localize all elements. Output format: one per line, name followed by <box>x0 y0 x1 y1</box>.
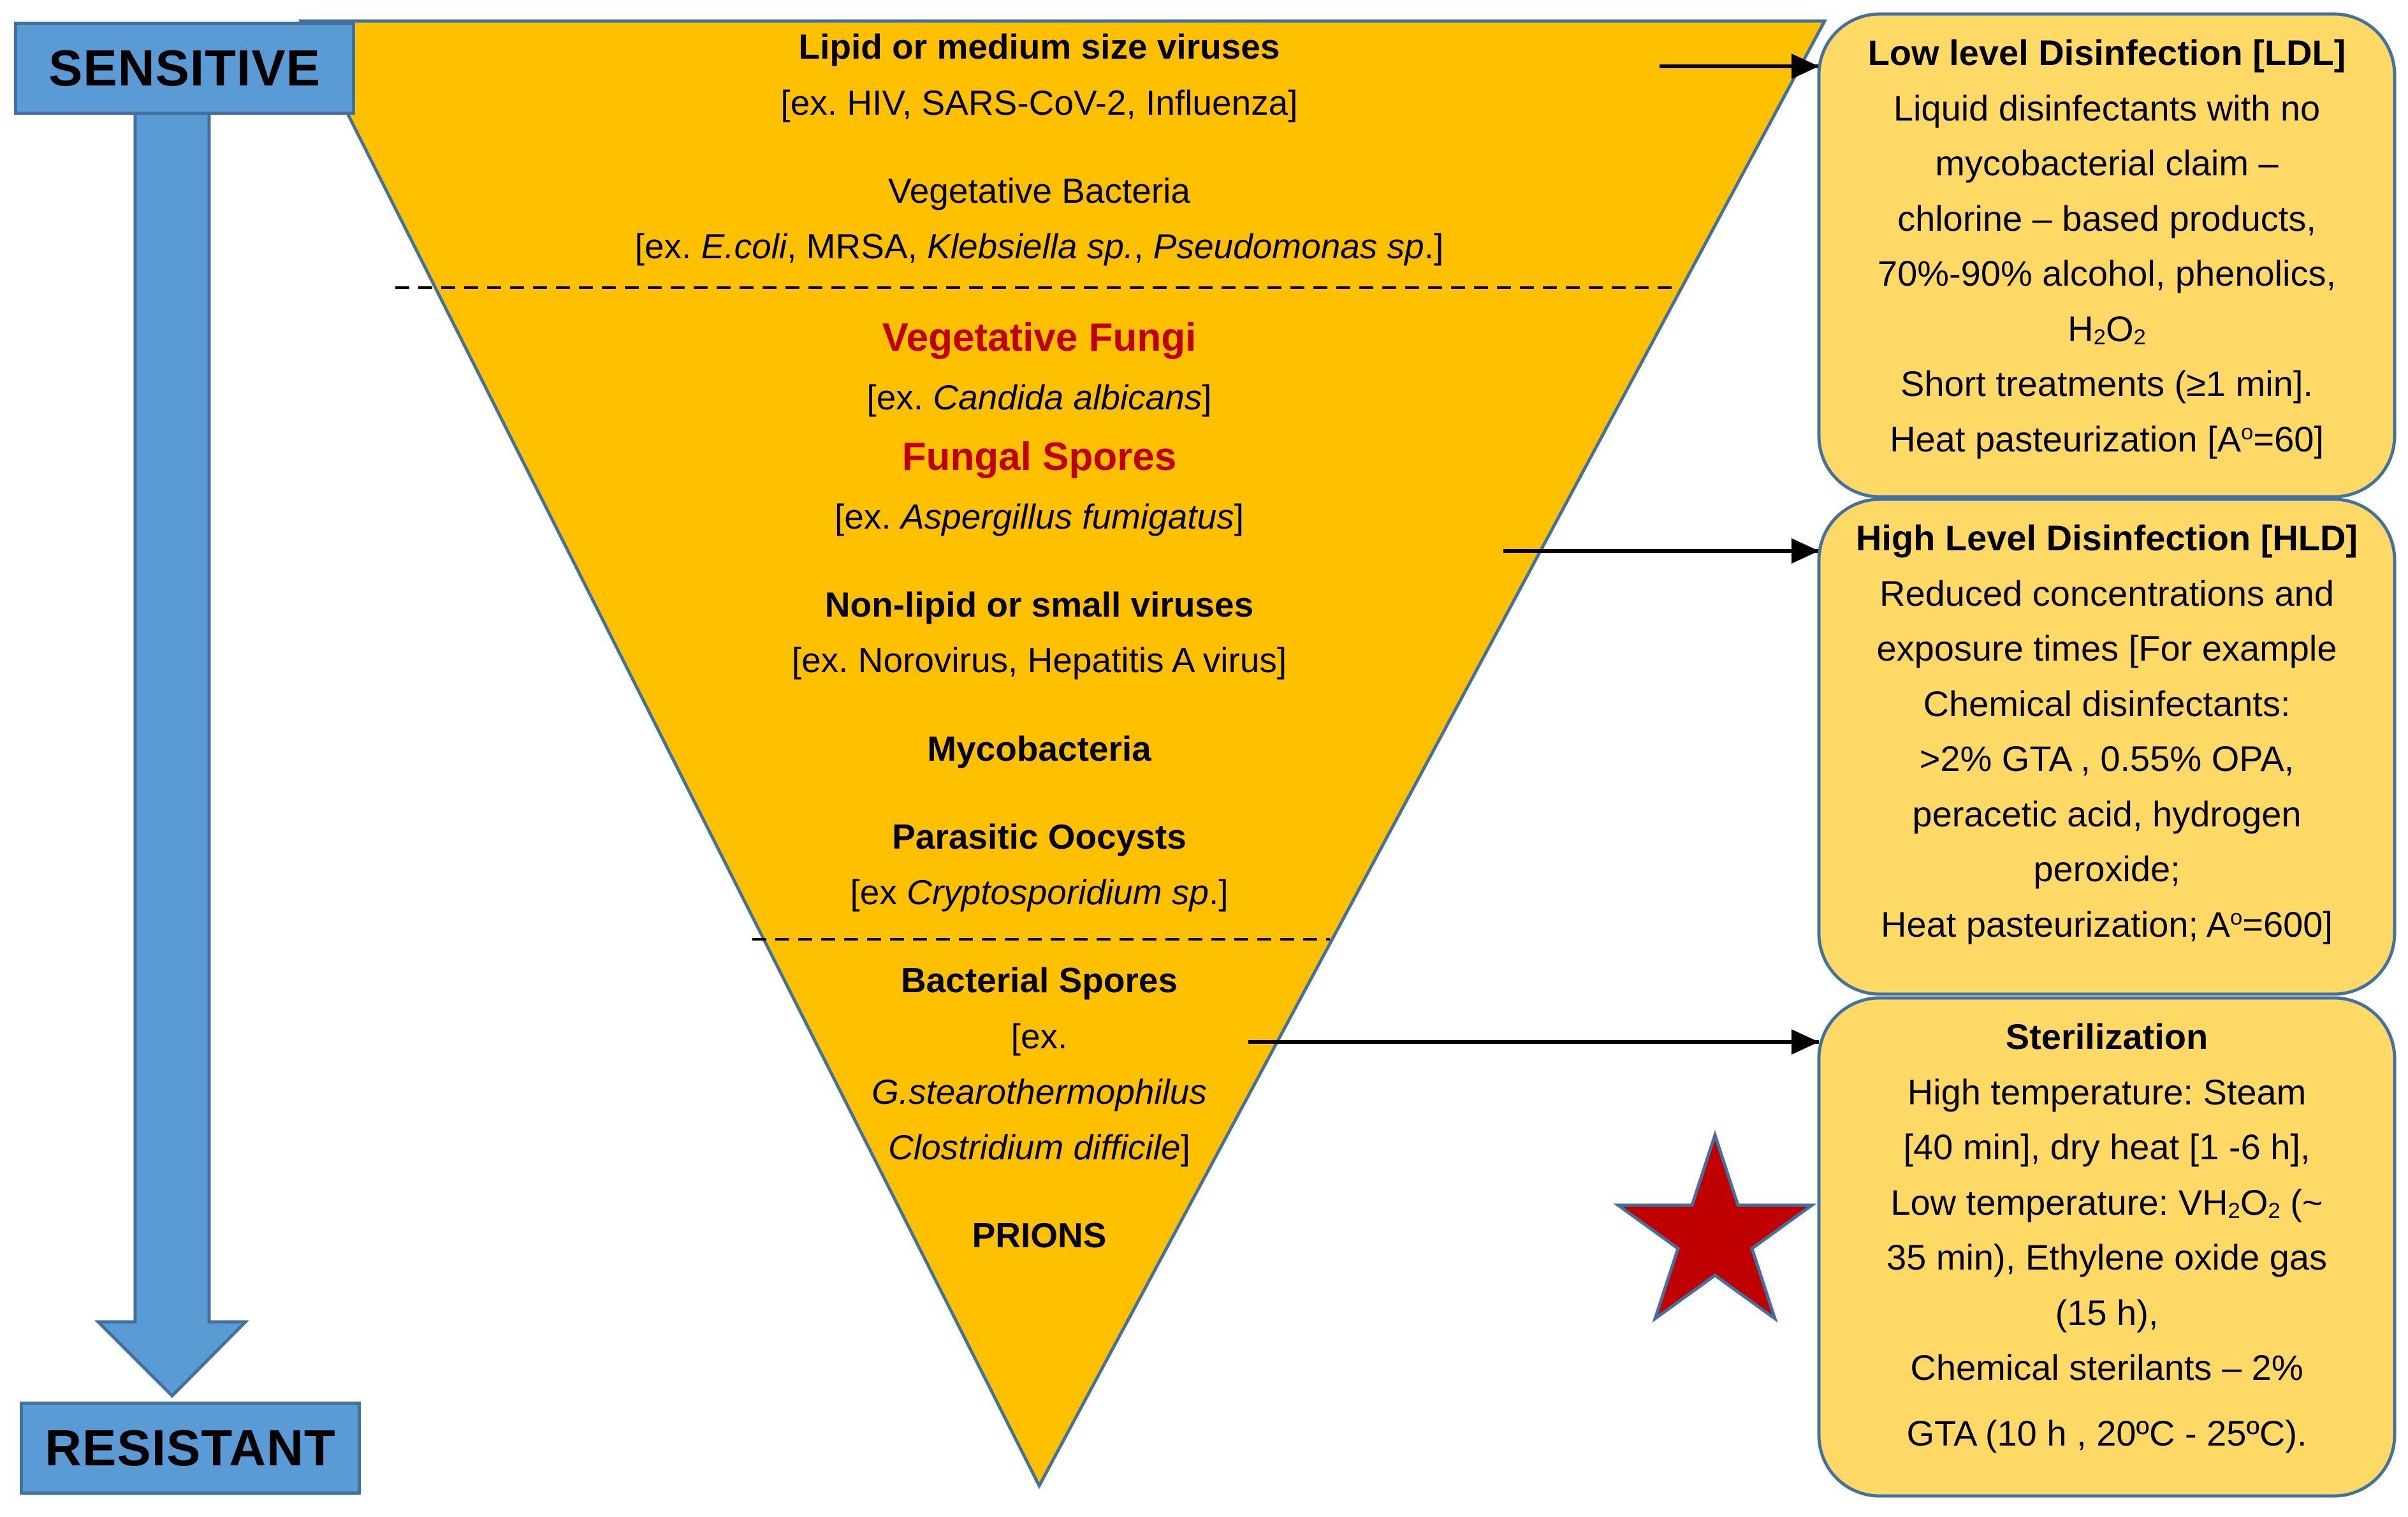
ldl-line-7: Heat pasteurization [Ao=60] <box>1890 418 2324 459</box>
hld-line-4: >2% GTA , 0.55% OPA, <box>1919 738 2295 779</box>
ldl-line-3: chlorine – based products, <box>1897 198 2316 238</box>
bacterial-spores-ex-open: [ex. <box>1011 1016 1068 1056</box>
sterilization-line-4: 35 min), Ethylene oxide gas <box>1886 1237 2328 1277</box>
sterilization-line-7: GTA (10 h , 20ºC - 25ºC). <box>1906 1412 2307 1453</box>
sterilization-line-2: [40 min], dry heat [1 -6 h], <box>1903 1127 2310 1167</box>
resistant-label: RESISTANT <box>20 1402 361 1495</box>
hld-line-5: peracetic acid, hydrogen <box>1912 793 2302 834</box>
sterilization-title: Sterilization <box>2005 1016 2208 1057</box>
bacterial-spores-ex-clostridium: Clostridium difficile] <box>888 1127 1190 1167</box>
resistance-triangle <box>298 19 1828 1490</box>
sterilization-box: Sterilization High temperature: Steam [4… <box>1819 998 2395 1496</box>
high-level-disinfection-box: High Level Disinfection [HLD] Reduced co… <box>1819 499 2395 994</box>
fungal-spores-title: Fungal Spores <box>901 435 1177 479</box>
ldl-box-shape <box>1817 12 2397 499</box>
resistance-scale-arrow <box>94 110 249 1398</box>
hld-box-shape <box>1817 497 2397 996</box>
ldl-title: Low level Disinfection [LDL] <box>1867 33 2346 73</box>
nonlipid-viruses-examples: [ex. Norovirus, Hepatitis A virus] <box>791 640 1287 680</box>
hld-line-3: Chemical disinfectants: <box>1923 683 2291 724</box>
hld-line-2: exposure times [For example <box>1876 628 2337 668</box>
sensitive-label: SENSITIVE <box>14 22 355 115</box>
mycobacteria-title: Mycobacteria <box>927 729 1151 768</box>
parasitic-oocysts-title: Parasitic Oocysts <box>892 817 1186 856</box>
bacterial-spores-title: Bacterial Spores <box>900 960 1178 1000</box>
sterilization-line-3: Low temperature: VH2O2 (~ <box>1890 1182 2323 1223</box>
vegetative-bacteria-title: Vegetative Bacteria <box>888 171 1190 210</box>
ldl-line-4: 70%-90% alcohol, phenolics, <box>1877 253 2337 293</box>
sterilization-line-6: Chemical sterilants – 2% <box>1910 1347 2303 1388</box>
sterilization-line-5: (15 h), <box>2055 1292 2159 1333</box>
lipid-viruses-examples: [ex. HIV, SARS-CoV-2, Influenza] <box>780 83 1298 122</box>
fungal-spores-examples: [ex. Aspergillus fumigatus] <box>835 497 1244 536</box>
prions-title: PRIONS <box>972 1215 1107 1255</box>
ldl-line-2: mycobacterial claim – <box>1935 143 2279 183</box>
nonlipid-viruses-title: Non-lipid or small viruses <box>824 585 1254 624</box>
ldl-line-6: Short treatments (≥1 min]. <box>1901 363 2313 404</box>
ldl-line-5: H2O2 <box>2068 308 2146 349</box>
vegetative-fungi-title: Vegetative Fungi <box>882 316 1197 360</box>
hld-line-7: Heat pasteurization; Ao=600] <box>1881 904 2333 944</box>
sterilization-line-1: High temperature: Steam <box>1907 1071 2307 1112</box>
arrow-to-sterilization-head <box>1791 1029 1819 1055</box>
hld-line-6: peroxide; <box>2033 849 2180 889</box>
vegetative-bacteria-examples: [ex. E.coli, MRSA, Klebsiella sp., Pseud… <box>634 226 1444 266</box>
ldl-line-1: Liquid disinfectants with no <box>1893 87 2321 128</box>
low-level-disinfection-box: Low level Disinfection [LDL] Liquid disi… <box>1819 14 2395 497</box>
hld-title: High Level Disinfection [HLD] <box>1855 518 2358 558</box>
bacterial-spores-ex-geobacillus: G.stearothermophilus <box>872 1072 1207 1111</box>
star-icon <box>1613 1129 1817 1323</box>
vegetative-fungi-examples: [ex. Candida albicans] <box>866 377 1212 417</box>
sterilization-box-shape <box>1817 996 2397 1498</box>
arrow-to-hld-head <box>1791 538 1819 564</box>
parasitic-oocysts-examples: [ex Cryptosporidium sp.] <box>850 872 1229 912</box>
hld-line-1: Reduced concentrations and <box>1879 573 2334 613</box>
lipid-viruses-title: Lipid or medium size viruses <box>798 27 1280 66</box>
arrow-to-ldl-head <box>1791 54 1819 79</box>
